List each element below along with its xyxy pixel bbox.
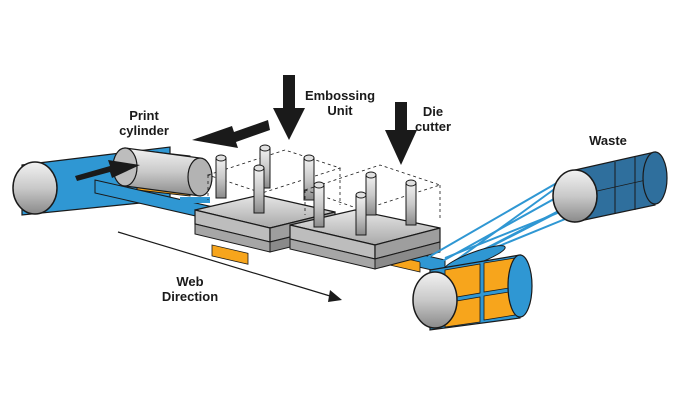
label-embossing-unit: Embossing Unit (304, 88, 376, 118)
print-direction-arrow (192, 120, 270, 148)
embossing-pins (215, 144, 315, 214)
waste-roll (552, 151, 668, 223)
web-feed-arrow (75, 160, 140, 181)
label-waste: Waste (589, 133, 627, 148)
die-cutter-unit (289, 164, 442, 270)
label-web-direction: Web Direction (161, 274, 219, 304)
label-print-cylinder: Print cylinder (119, 108, 169, 138)
embossing-press-arrow (273, 75, 305, 140)
die-cutter-pins (313, 171, 417, 236)
web-direction-arrow (117, 231, 342, 302)
label-roll (412, 254, 533, 331)
label-die-cutter: Die cutter (414, 104, 452, 134)
die-cutter-press-arrow (385, 102, 417, 165)
